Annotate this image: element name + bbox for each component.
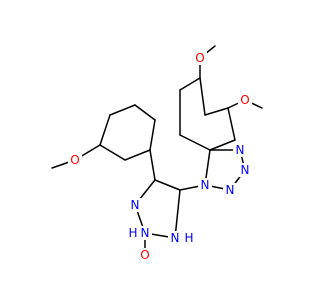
label-bg xyxy=(128,198,142,212)
bond xyxy=(99,114,111,146)
label-bg xyxy=(238,93,252,107)
label-bg xyxy=(223,183,237,197)
nh-hydrogen-label: H xyxy=(184,231,193,245)
nh-nitrogen-label: N xyxy=(171,231,180,245)
bond xyxy=(134,104,156,121)
label-bg xyxy=(193,51,207,65)
label-bg xyxy=(138,248,152,262)
oxygen-right-label: O xyxy=(240,93,249,107)
label-bg xyxy=(233,143,247,157)
atom-labels: O O O O N N N N N N H N H xyxy=(68,51,252,262)
nitrogen-2-label: N xyxy=(226,183,235,197)
bond xyxy=(204,107,229,116)
nitrogen-3-label: N xyxy=(241,163,250,177)
bonds xyxy=(51,45,263,256)
bond xyxy=(174,189,181,239)
nitrogen-4-label: N xyxy=(236,143,245,157)
label-bg xyxy=(168,231,182,245)
label-bg xyxy=(198,178,212,192)
bond xyxy=(227,107,236,141)
bond xyxy=(99,144,126,161)
bond xyxy=(149,119,156,151)
bond xyxy=(154,179,181,191)
pyridazine-nitrogen-2-label: N xyxy=(141,226,150,240)
bond xyxy=(199,77,206,116)
label-bg xyxy=(68,153,82,167)
molecule-diagram: O O O O N N N N N N H N H xyxy=(51,45,263,262)
bond xyxy=(209,139,236,151)
label-bg xyxy=(138,226,152,240)
label-bg xyxy=(238,163,252,177)
bond xyxy=(124,149,151,161)
carbonyl-oxygen-label: O xyxy=(140,248,149,262)
nitrogen-1-label: N xyxy=(201,178,210,192)
oxygen-top-label: O xyxy=(195,51,204,65)
bond xyxy=(179,77,201,91)
bond xyxy=(179,134,211,151)
pyridazine-nitrogen-1-label: N xyxy=(131,198,140,212)
bond xyxy=(109,104,136,116)
bond xyxy=(149,149,156,181)
pyridazine-hydrogen-label: H xyxy=(128,226,137,240)
oxygen-left-label: O xyxy=(70,153,79,167)
